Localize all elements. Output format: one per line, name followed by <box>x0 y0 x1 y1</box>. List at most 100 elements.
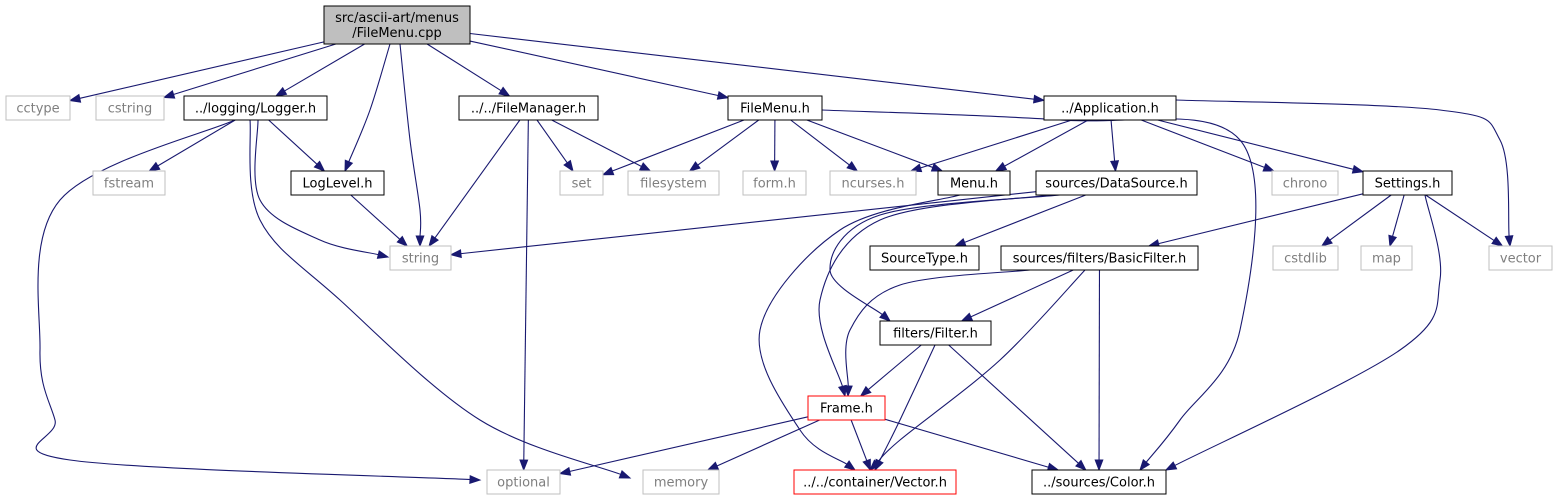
node-cctype[interactable]: cctype <box>5 95 71 121</box>
edge-arrowhead <box>162 89 176 99</box>
node-box <box>879 320 992 346</box>
edge-arrowhead <box>1388 234 1398 248</box>
edge-line <box>790 119 851 166</box>
node-form[interactable]: form.h <box>742 170 807 196</box>
edge-line <box>884 418 1050 468</box>
node-fstream[interactable]: fstream <box>92 170 166 196</box>
edge-arrowhead <box>147 161 161 172</box>
node-label: filters/Filter.h <box>893 327 978 342</box>
edge-line <box>1173 194 1442 467</box>
edge-application-to-settings <box>1157 119 1365 174</box>
node-label: LogLevel.h <box>303 177 373 192</box>
edge-line <box>875 269 1086 465</box>
node-color[interactable]: ../sources/Color.h <box>1031 469 1167 495</box>
edge-filter-to-frame <box>859 344 922 397</box>
node-box <box>642 469 720 495</box>
edge-application-to-menu <box>994 119 1089 172</box>
edge-arrowhead <box>563 159 574 173</box>
node-label: filesystem <box>640 177 707 192</box>
edge-line <box>347 43 391 163</box>
node-ncurses[interactable]: ncurses.h <box>829 170 917 196</box>
node-datasource[interactable]: sources/DataSource.h <box>1035 170 1198 196</box>
node-chrono[interactable]: chrono <box>1271 170 1339 196</box>
node-label: map <box>1372 252 1401 267</box>
node-map[interactable]: map <box>1360 245 1413 271</box>
edge-root-to-filemenu <box>469 40 730 100</box>
edge-arrowhead <box>519 459 529 472</box>
edge-arrowhead <box>1075 459 1087 471</box>
node-label: ../Application.h <box>1061 102 1159 117</box>
node-box <box>869 245 980 271</box>
edge-line <box>715 419 820 467</box>
node-box <box>793 469 957 495</box>
node-box <box>290 170 385 196</box>
node-label: ../../container/Vector.h <box>803 476 947 491</box>
edge-arrowhead <box>960 312 974 322</box>
edge-arrowhead <box>1139 458 1151 472</box>
edge-arrowhead <box>618 469 632 479</box>
node-logger[interactable]: ../logging/Logger.h <box>183 95 328 121</box>
node-box <box>486 469 561 495</box>
node-label: ../../FileManager.h <box>471 102 586 117</box>
node-box <box>5 95 71 121</box>
edge-line <box>268 119 319 166</box>
node-application[interactable]: ../Application.h <box>1043 95 1177 121</box>
node-settings[interactable]: Settings.h <box>1362 170 1453 196</box>
edge-line <box>1003 119 1089 168</box>
edge-arrowhead <box>706 461 720 471</box>
edge-line <box>919 119 1073 169</box>
node-root[interactable]: src/ascii-art/menus/FileMenu.cpp <box>323 5 471 45</box>
edge-line <box>850 419 868 462</box>
edge-basicfilter-to-filter <box>960 269 1074 322</box>
edge-line <box>536 119 569 164</box>
node-box <box>183 95 328 121</box>
node-label: string <box>402 252 439 267</box>
node-label: sources/DataSource.h <box>1045 177 1187 192</box>
edge-line <box>78 41 325 100</box>
edge-line <box>969 269 1074 318</box>
node-box <box>727 95 823 121</box>
node-sourcetype[interactable]: SourceType.h <box>869 245 980 271</box>
edge-line <box>433 119 521 240</box>
node-label: Frame.h <box>820 402 873 417</box>
node-set[interactable]: set <box>559 170 604 196</box>
node-filemenu[interactable]: FileMenu.h <box>727 95 823 121</box>
edge-arrowhead <box>879 310 892 322</box>
edge-line <box>568 416 809 473</box>
node-vector[interactable]: vector <box>1488 245 1553 271</box>
edge-line <box>845 269 1031 388</box>
edge-filemenu-to-filesystem <box>688 119 760 172</box>
node-box <box>1488 245 1553 271</box>
edge-datasource-to-string <box>449 191 1037 259</box>
node-label: cstdlib <box>1284 252 1327 267</box>
edge-root-to-logger <box>274 43 365 97</box>
node-label: /FileMenu.cpp <box>352 26 442 41</box>
node-containervector[interactable]: ../../container/Vector.h <box>793 469 957 495</box>
node-label: fstream <box>104 177 154 192</box>
edge-arrowhead <box>376 250 390 259</box>
node-filter[interactable]: filters/Filter.h <box>879 320 992 346</box>
node-box <box>1271 170 1339 196</box>
node-label: SourceType.h <box>881 252 968 267</box>
node-frame[interactable]: Frame.h <box>807 395 886 421</box>
nodes-layer: src/ascii-art/menus/FileMenu.cpp cctype cs… <box>5 5 1553 495</box>
node-menu[interactable]: Menu.h <box>937 170 1011 196</box>
node-cstring[interactable]: cstring <box>95 95 165 121</box>
node-loglevel[interactable]: LogLevel.h <box>290 170 385 196</box>
node-basicfilter[interactable]: sources/filters/BasicFilter.h <box>1000 245 1199 271</box>
node-memory[interactable]: memory <box>642 469 720 495</box>
edge-arrowhead <box>449 249 462 259</box>
edge-arrowhead <box>688 161 701 172</box>
node-string[interactable]: string <box>389 245 452 271</box>
node-filemanager[interactable]: ../../FileManager.h <box>458 95 599 121</box>
edge-line <box>156 119 236 167</box>
edge-filemanager-to-string <box>428 119 521 248</box>
edge-arrowhead <box>638 162 652 172</box>
node-cstdlib[interactable]: cstdlib <box>1272 245 1339 271</box>
node-optional[interactable]: optional <box>486 469 561 495</box>
node-label: src/ascii-art/menus <box>335 11 459 26</box>
node-label: memory <box>654 476 709 491</box>
edge-settings-to-color <box>1164 194 1442 471</box>
edge-line <box>611 119 745 172</box>
node-filesystem[interactable]: filesystem <box>627 170 720 196</box>
